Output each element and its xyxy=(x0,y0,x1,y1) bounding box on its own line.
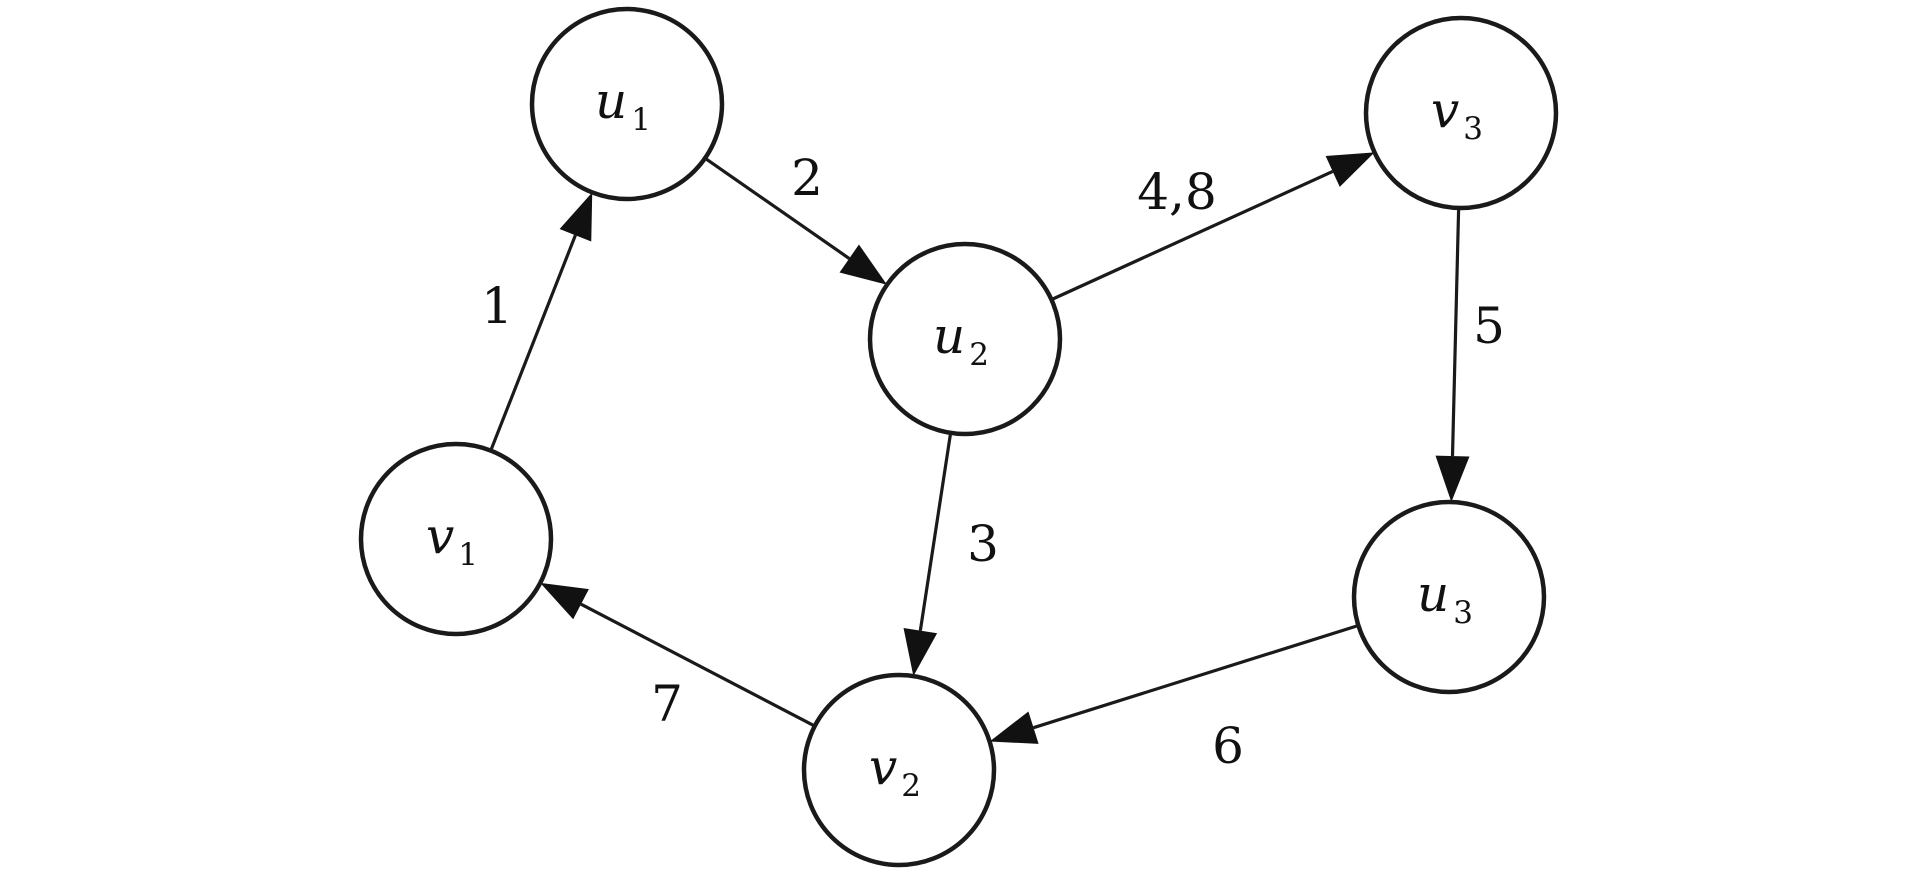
node-letter: v xyxy=(426,507,454,565)
node-circle xyxy=(529,6,725,202)
arrowhead xyxy=(540,582,589,620)
edge-line xyxy=(918,432,953,631)
edge-line xyxy=(1050,170,1334,302)
edge-v1-u1: 1 xyxy=(481,192,593,452)
edge-label: 3 xyxy=(967,515,999,573)
edge-u2-v2: 3 xyxy=(903,432,999,677)
arrowhead xyxy=(1435,455,1470,503)
node-circle xyxy=(1363,15,1559,211)
node-subscript: 3 xyxy=(1453,595,1473,631)
edge-line xyxy=(580,602,816,728)
edge-u2-v3: 4,8 xyxy=(1050,152,1375,302)
edge-label: 7 xyxy=(651,675,683,733)
edge-line xyxy=(1033,623,1359,730)
edge-line xyxy=(704,156,851,260)
edge-v2-v1: 7 xyxy=(540,582,816,733)
arrowhead xyxy=(903,628,938,677)
edge-label: 1 xyxy=(481,277,513,335)
node-subscript: 1 xyxy=(458,537,478,573)
arrowhead xyxy=(559,192,593,242)
node-letter: u xyxy=(595,72,627,130)
arrowhead xyxy=(1325,152,1375,187)
node-subscript: 2 xyxy=(901,768,921,804)
node-letter: v xyxy=(1431,81,1459,139)
edge-line xyxy=(489,234,577,452)
edges-layer: 1 2 3 4,8 5 6 7 xyxy=(481,149,1505,775)
node-circle xyxy=(867,241,1063,437)
node-circle xyxy=(1351,499,1547,695)
edge-label: 5 xyxy=(1473,297,1505,355)
arrowhead xyxy=(839,244,887,285)
node-subscript: 3 xyxy=(1463,111,1483,147)
edge-u1-u2: 2 xyxy=(704,149,887,285)
edge-u3-v2: 6 xyxy=(989,623,1359,775)
node-subscript: 2 xyxy=(969,337,989,373)
node-letter: u xyxy=(933,307,965,365)
node-subscript: 1 xyxy=(631,102,651,138)
node-letter: v xyxy=(869,738,897,796)
edge-line xyxy=(1450,207,1461,457)
arrowhead xyxy=(989,711,1039,744)
node-circle xyxy=(358,441,554,637)
edge-label: 4,8 xyxy=(1137,163,1217,221)
node-circle xyxy=(801,672,997,868)
edge-label: 2 xyxy=(791,149,823,207)
node-letter: u xyxy=(1417,565,1449,623)
edge-label: 6 xyxy=(1212,717,1244,775)
edge-v3-u3: 5 xyxy=(1435,207,1505,503)
